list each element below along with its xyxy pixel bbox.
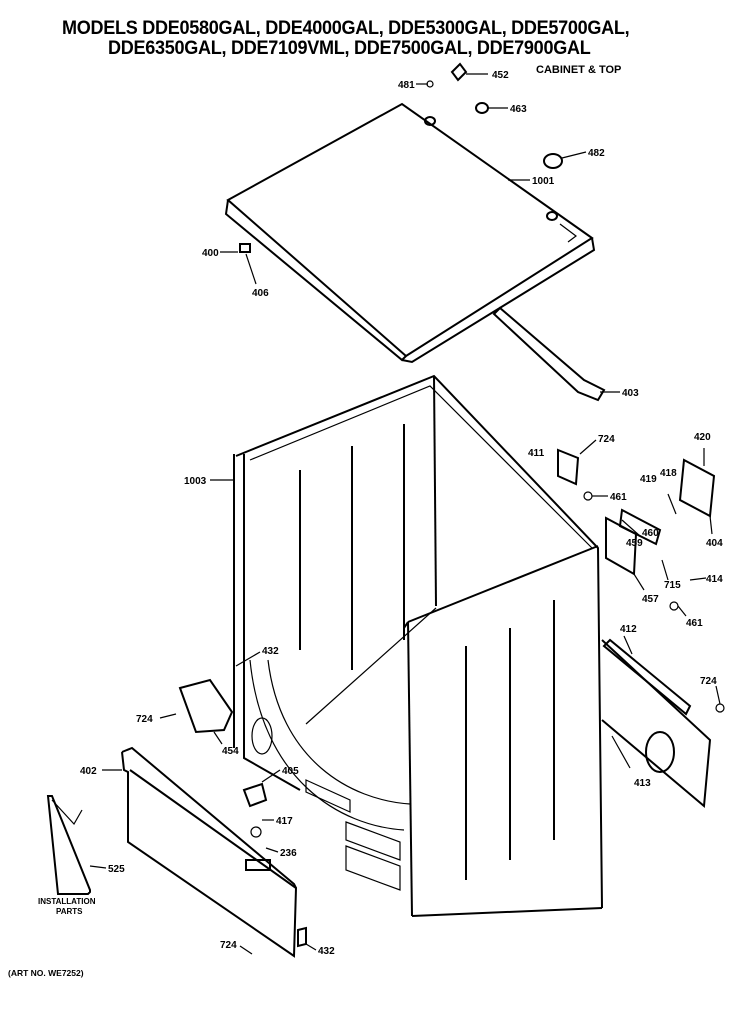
label-403: 403 <box>622 388 639 399</box>
label-1003: 1003 <box>184 476 207 487</box>
hold-down-bracket <box>492 306 606 402</box>
callout-labels: 481 452 463 482 1001 400 406 403 1003 41… <box>38 70 723 957</box>
label-400: 400 <box>202 248 219 259</box>
installation-envelope <box>46 795 91 895</box>
label-1001: 1001 <box>532 176 555 187</box>
art-number: (ART NO. WE7252) <box>8 968 84 978</box>
page-title-line-2: DDE6350GAL, DDE7109VML, DDE7500GAL, DDE7… <box>108 38 591 59</box>
label-412: 412 <box>620 624 637 635</box>
small-parts <box>178 62 725 948</box>
label-413: 413 <box>634 778 651 789</box>
label-402: 402 <box>80 766 97 777</box>
label-454: 454 <box>222 746 239 757</box>
page-title-line-1: MODELS DDE0580GAL, DDE4000GAL, DDE5300GA… <box>62 18 630 39</box>
label-432-b: 432 <box>318 946 335 957</box>
label-452: 452 <box>492 70 509 81</box>
label-405: 405 <box>282 766 299 777</box>
installation-parts-line-2: PARTS <box>56 907 83 916</box>
label-463: 463 <box>510 104 527 115</box>
cabinet <box>233 374 603 917</box>
label-418: 418 <box>660 468 677 479</box>
toe-kick-panel <box>121 746 298 958</box>
label-525: 525 <box>108 864 125 875</box>
label-419: 419 <box>640 474 657 485</box>
installation-parts-line-1: INSTALLATION <box>38 897 96 906</box>
label-461-b: 461 <box>686 618 703 629</box>
label-406: 406 <box>252 288 269 299</box>
leader-lines <box>89 73 721 955</box>
label-461-a: 461 <box>610 492 627 503</box>
label-459: 459 <box>626 538 643 549</box>
label-715: 715 <box>664 580 681 591</box>
label-404: 404 <box>706 538 723 549</box>
label-414: 414 <box>706 574 723 585</box>
label-417: 417 <box>276 816 293 827</box>
top-panel <box>224 102 596 364</box>
label-432-a: 432 <box>262 646 279 657</box>
label-724-b: 724 <box>136 714 153 725</box>
label-481: 481 <box>398 80 415 91</box>
label-724-d: 724 <box>220 940 237 951</box>
label-457: 457 <box>642 594 659 605</box>
label-482: 482 <box>588 148 605 159</box>
label-724-c: 724 <box>700 676 717 687</box>
label-460: 460 <box>642 528 659 539</box>
label-411: 411 <box>528 448 545 459</box>
label-236: 236 <box>280 848 297 859</box>
label-420: 420 <box>694 432 711 443</box>
section-label: CABINET & TOP <box>536 64 622 76</box>
label-724-a: 724 <box>598 434 615 445</box>
rear-panel <box>601 638 712 809</box>
